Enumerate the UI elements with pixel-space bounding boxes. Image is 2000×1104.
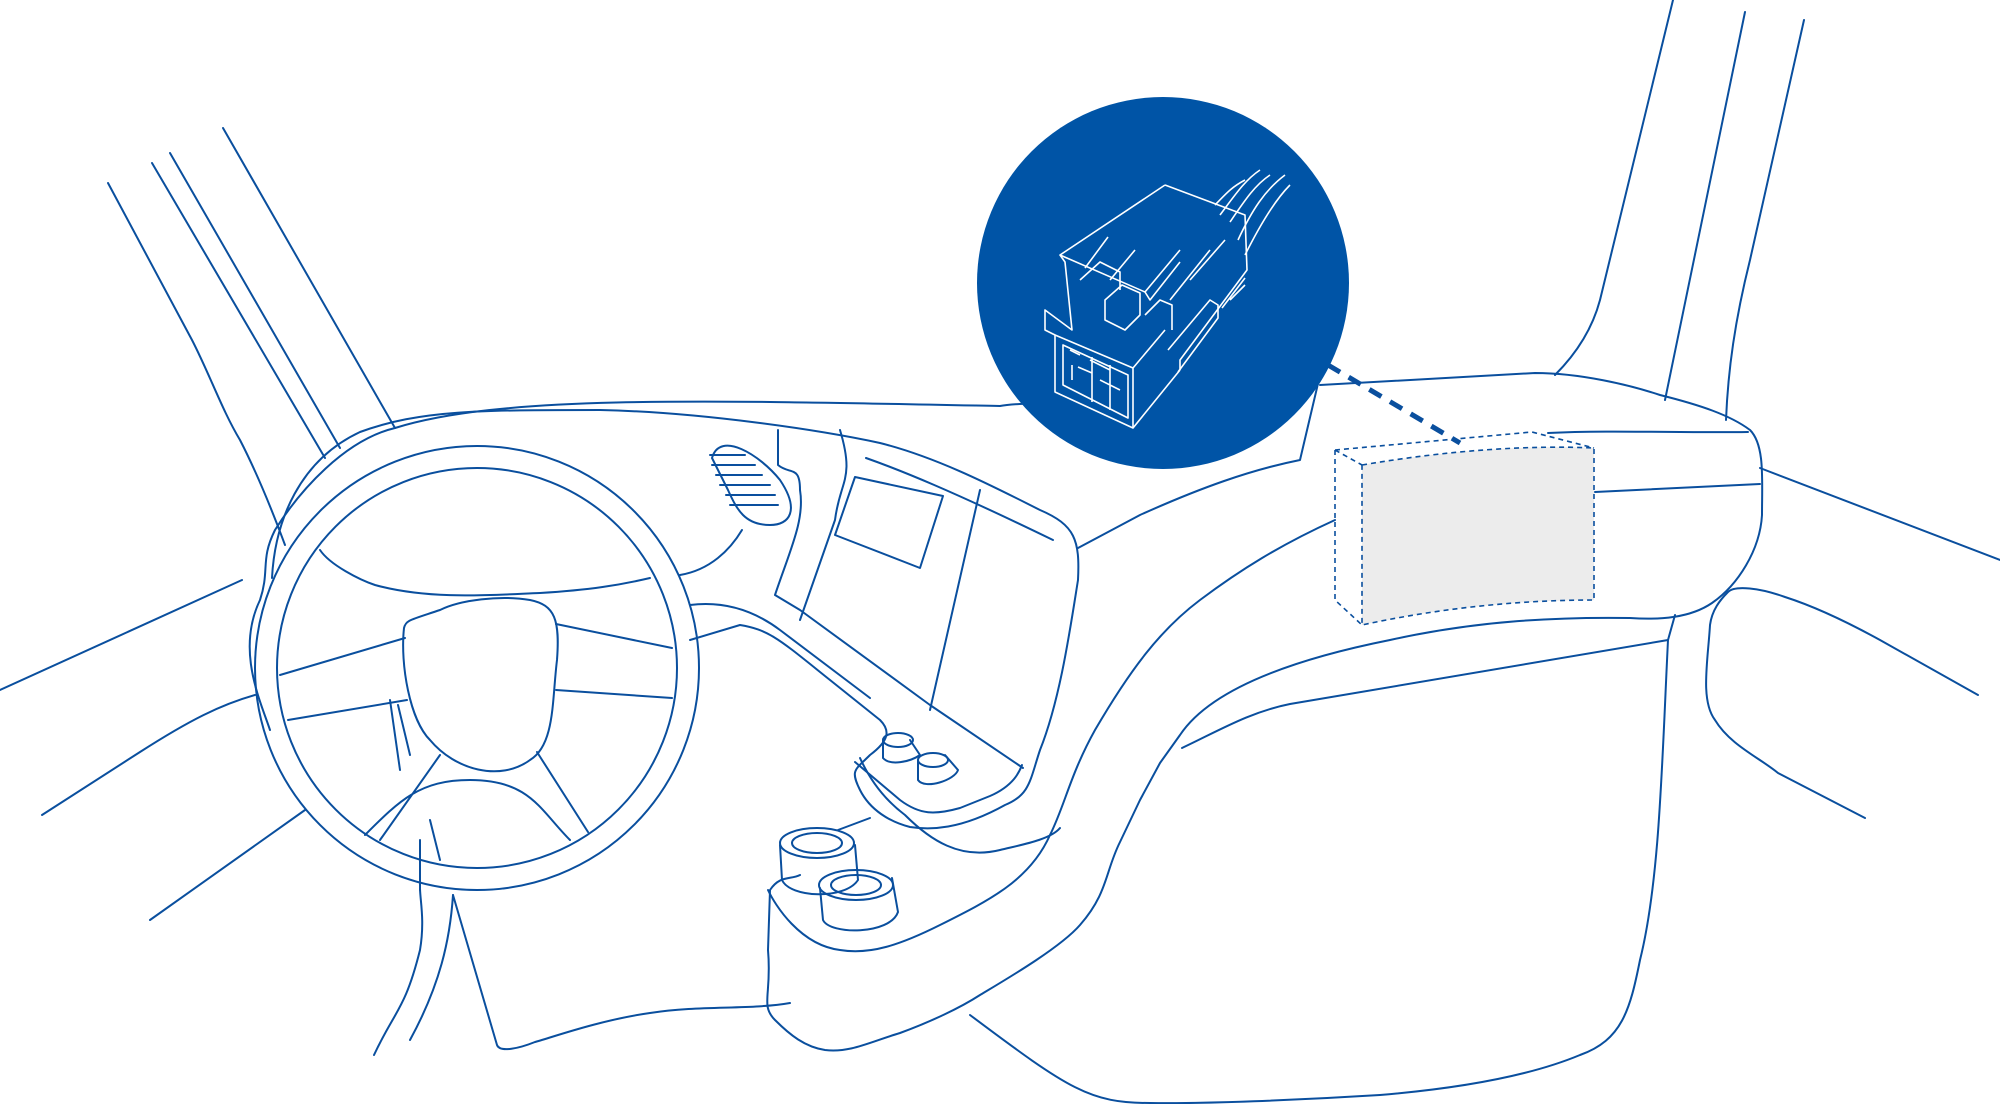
left-a-pillar <box>107 127 396 546</box>
dashboard-compartment-highlight <box>1326 362 1595 626</box>
steering-wheel <box>254 445 700 891</box>
dashboard <box>248 372 1764 1104</box>
left-door <box>0 579 454 1056</box>
right-door <box>1705 467 2000 819</box>
right-a-pillar <box>1554 0 1805 421</box>
connector-callout <box>977 97 1349 469</box>
wire-connector-icon <box>1044 169 1291 429</box>
